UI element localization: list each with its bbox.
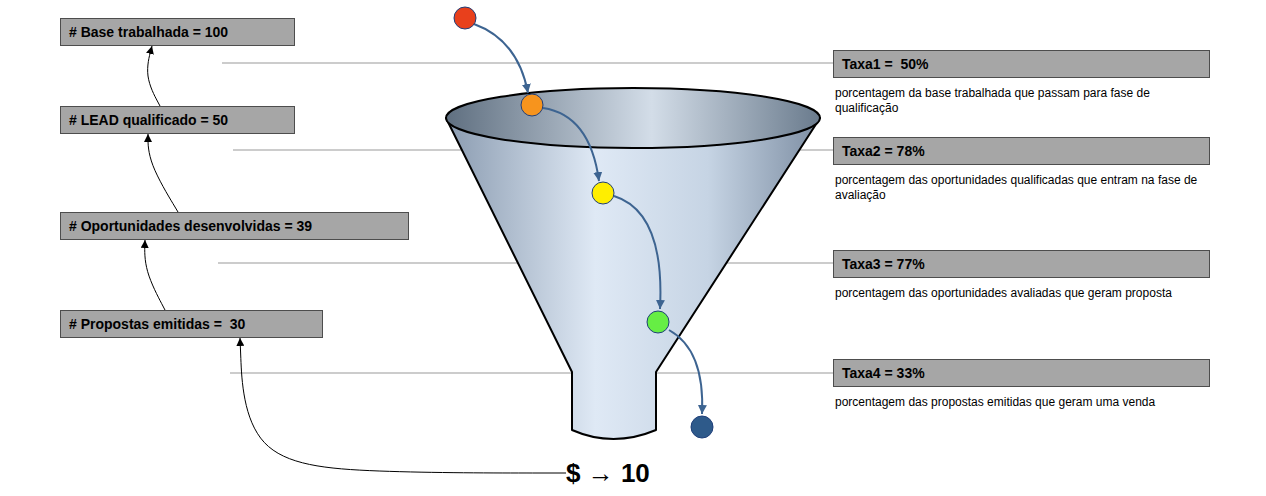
count-box: # Oportunidades desenvolvidas = 39 bbox=[60, 212, 409, 240]
count-box: # Base trabalhada = 100 bbox=[60, 18, 295, 46]
stage-arrows bbox=[474, 24, 702, 414]
rate-heading: Taxa2 = 78% bbox=[833, 137, 1210, 165]
stage-dots bbox=[454, 7, 713, 438]
rate-box: Taxa3 = 77% porcentagem das oportunidades… bbox=[833, 250, 1210, 301]
leader-line bbox=[230, 373, 833, 374]
count-label: # LEAD qualificado = 50 bbox=[60, 106, 295, 134]
stage-arrow bbox=[669, 330, 702, 414]
funnel-rim bbox=[446, 88, 820, 148]
stage-dot bbox=[691, 416, 713, 438]
stage-arrow bbox=[614, 196, 660, 309]
rate-description: porcentagem da base trabalhada que passa… bbox=[833, 86, 1210, 116]
flow-arrow bbox=[145, 240, 165, 310]
funnel-body bbox=[446, 118, 820, 439]
stage-arrow bbox=[543, 108, 599, 181]
rate-heading: Taxa4 = 33% bbox=[833, 359, 1210, 387]
flow-arrow bbox=[148, 134, 178, 212]
count-label: # Oportunidades desenvolvidas = 39 bbox=[60, 212, 409, 240]
rate-description: porcentagem das propostas emitidas que g… bbox=[833, 395, 1210, 410]
rate-description: porcentagem das oportunidades qualificad… bbox=[833, 173, 1210, 203]
count-box: # LEAD qualificado = 50 bbox=[60, 106, 295, 134]
rate-heading: Taxa3 = 77% bbox=[833, 250, 1210, 278]
result-value: $ → 10 bbox=[566, 458, 650, 488]
leader-line bbox=[222, 63, 833, 64]
stage-arrow bbox=[474, 24, 528, 93]
stage-dot bbox=[521, 94, 543, 116]
result-text: $ → 10 bbox=[566, 458, 650, 488]
count-label: # Base trabalhada = 100 bbox=[60, 18, 295, 46]
rate-box: Taxa1 = 50% porcentagem da base trabalhad… bbox=[833, 50, 1210, 116]
stage-dot bbox=[454, 7, 476, 29]
stage-dot bbox=[592, 182, 614, 204]
flow-arrow bbox=[240, 338, 566, 473]
rate-heading: Taxa1 = 50% bbox=[833, 50, 1210, 78]
stage-dot bbox=[647, 311, 669, 333]
count-box: # Propostas emitidas = 30 bbox=[60, 310, 323, 338]
count-label: # Propostas emitidas = 30 bbox=[60, 310, 323, 338]
rate-description: porcentagem das oportunidades avaliadas … bbox=[833, 286, 1210, 301]
rate-box: Taxa2 = 78% porcentagem das oportunidades… bbox=[833, 137, 1210, 203]
rate-box: Taxa4 = 33% porcentagem das propostas emi… bbox=[833, 359, 1210, 410]
flow-arrow bbox=[148, 46, 160, 106]
